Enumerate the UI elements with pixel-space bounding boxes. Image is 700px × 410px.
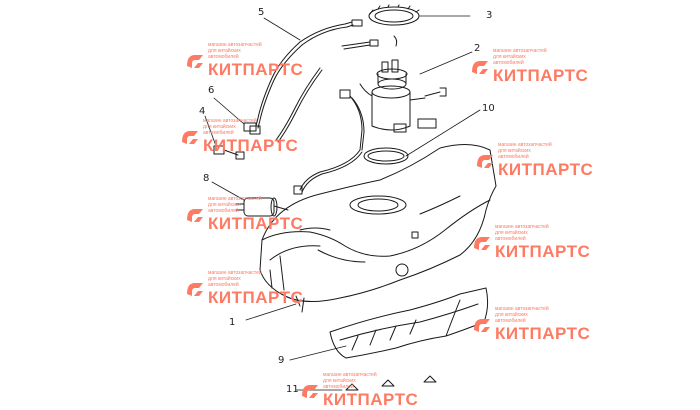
exploded-view-drawing	[204, 4, 497, 391]
clip-parts	[345, 375, 437, 391]
callout-4: 4	[199, 106, 206, 117]
heat-shield-part	[329, 287, 489, 359]
callout-6: 6	[208, 85, 215, 96]
callout-3: 3	[486, 10, 493, 21]
leader-lines	[204, 15, 481, 391]
connector-part	[213, 145, 245, 160]
parts-diagram: 1 2 3 4 5 6 8 9 10 11 магазин автозапчас…	[182, 4, 593, 409]
fuel-tank-part	[259, 144, 497, 313]
callout-5: 5	[258, 7, 265, 18]
gasket-ring-part	[363, 147, 409, 165]
callout-2: 2	[474, 43, 481, 54]
callout-9: 9	[278, 355, 285, 366]
lock-ring-part	[368, 4, 420, 26]
callout-10: 10	[482, 103, 495, 114]
callout-8: 8	[203, 173, 210, 184]
callout-1: 1	[229, 317, 236, 328]
breather-line-part	[243, 67, 365, 195]
callout-11: 11	[286, 384, 299, 395]
fuel-pump-module	[359, 59, 447, 133]
fuel-line-part	[249, 19, 398, 135]
